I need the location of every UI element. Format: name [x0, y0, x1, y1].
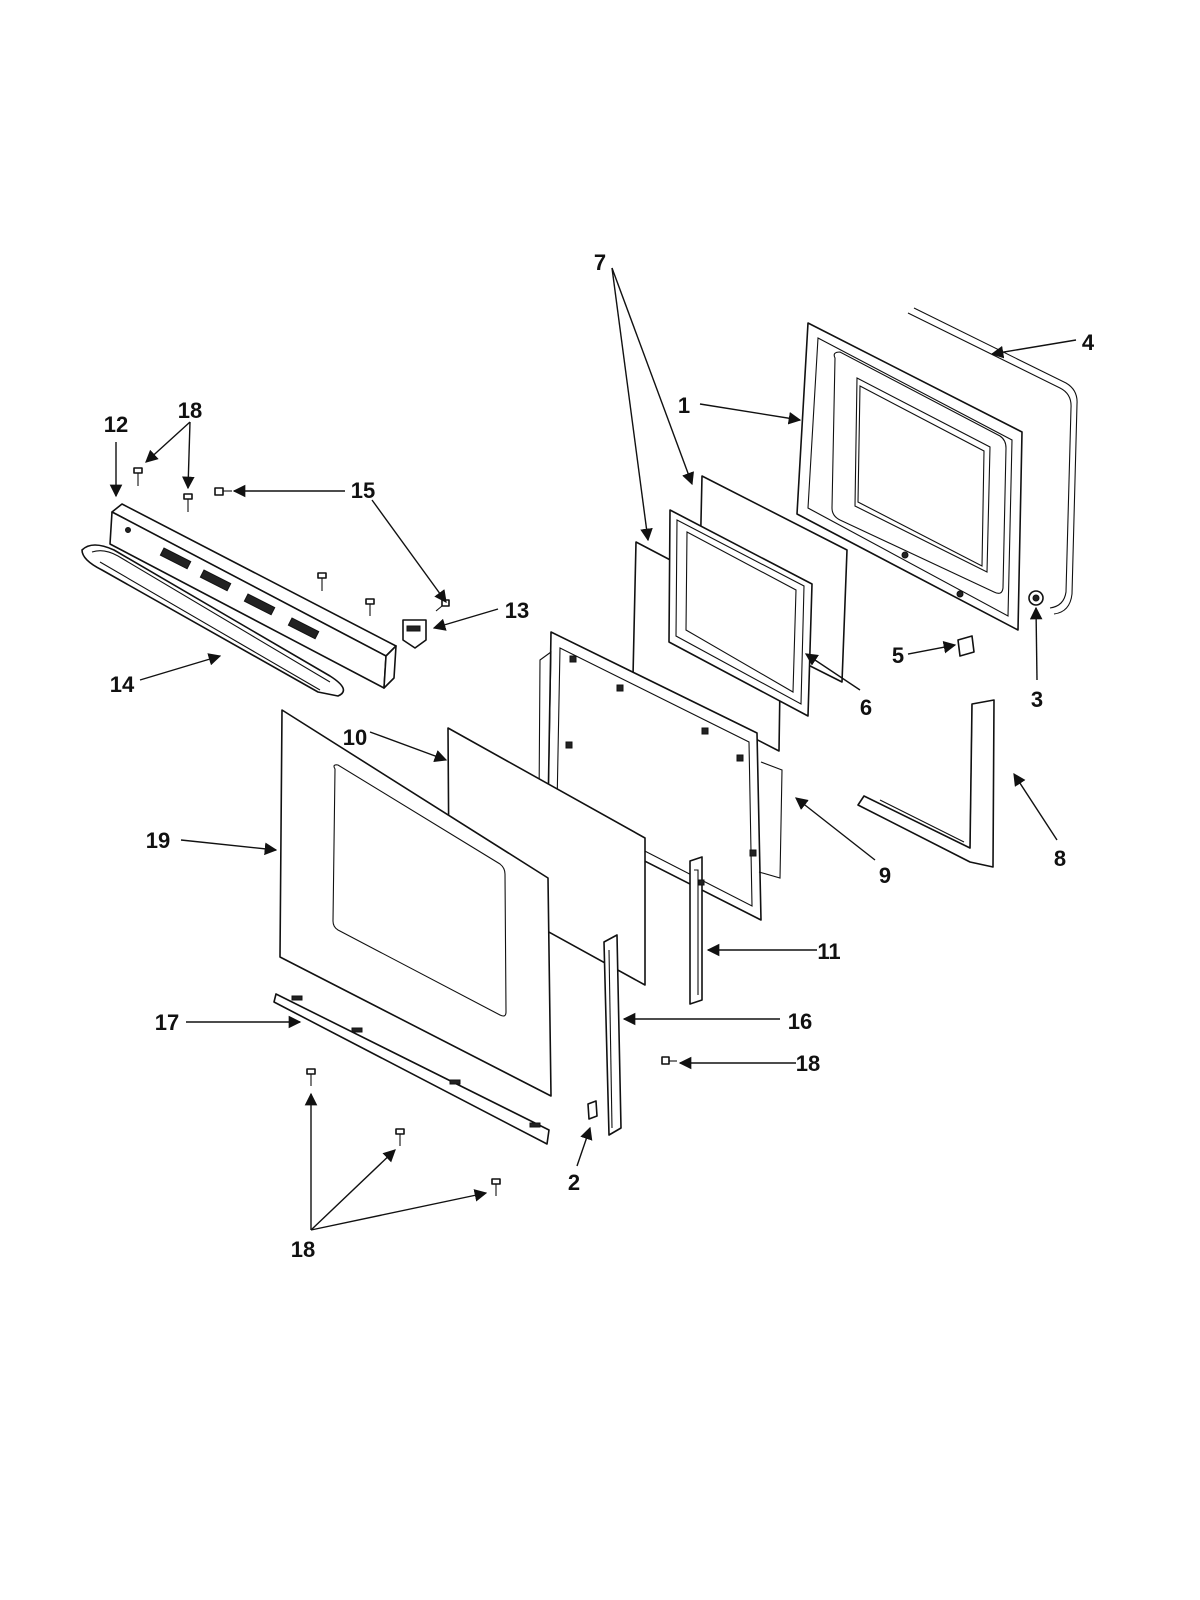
callout-6: 6	[860, 695, 872, 720]
screw-b	[365, 598, 375, 616]
callout-16: 16	[788, 1009, 812, 1034]
callout-18-bottom: 18	[291, 1237, 315, 1262]
callout-17: 17	[155, 1010, 179, 1035]
callout-18-top: 18	[178, 398, 202, 423]
screw-18-a	[133, 467, 143, 486]
callout-12: 12	[104, 412, 128, 437]
part-1-inner-door-liner	[796, 322, 1023, 631]
callout-15: 15	[351, 478, 375, 503]
callout-19: 19	[146, 828, 170, 853]
callout-14: 14	[110, 672, 135, 697]
part-17-bottom-trim	[273, 993, 550, 1145]
screw-18-e	[395, 1128, 405, 1146]
callout-7: 7	[594, 250, 606, 275]
part-13-bracket-clip	[402, 619, 427, 649]
screw-15-a	[214, 487, 232, 496]
part-9-inner-door-frame	[538, 631, 783, 921]
screw-18-c	[661, 1056, 677, 1065]
screw-18-f	[491, 1178, 501, 1196]
callout-9: 9	[879, 863, 891, 888]
leader-lines	[109, 267, 1077, 1231]
part-4-door-gasket	[907, 307, 1078, 615]
part-2-clip	[587, 1100, 598, 1120]
callout-13: 13	[505, 598, 529, 623]
part-6-glass-spacer-frame	[668, 509, 813, 717]
part-3-gasket-clip	[1028, 590, 1044, 606]
screw-a	[317, 572, 327, 591]
part-11-side-trim	[689, 856, 705, 1005]
part-14-door-handle	[81, 544, 345, 697]
part-8-door-insulation	[857, 699, 995, 868]
part-5-spacer-block	[957, 635, 975, 657]
part-16-side-trim	[603, 934, 622, 1136]
callout-4: 4	[1082, 330, 1095, 355]
callout-8: 8	[1054, 846, 1066, 871]
screw-18-d	[306, 1068, 316, 1086]
callout-10: 10	[343, 725, 367, 750]
callout-labels: 1 2 3 4 5 6 7 8 9 10 11 12 13 14 15 16 1…	[104, 250, 1095, 1262]
callout-5: 5	[892, 643, 904, 668]
part-12-handle-bracket	[109, 503, 397, 689]
part-19-outer-door-panel	[279, 709, 552, 1097]
callout-11: 11	[817, 939, 840, 964]
screw-18-b	[183, 493, 193, 512]
screw-15-b	[435, 599, 450, 612]
callout-3: 3	[1031, 687, 1043, 712]
callout-18-mid: 18	[796, 1051, 820, 1076]
callout-2: 2	[568, 1170, 580, 1195]
callout-1: 1	[678, 393, 690, 418]
